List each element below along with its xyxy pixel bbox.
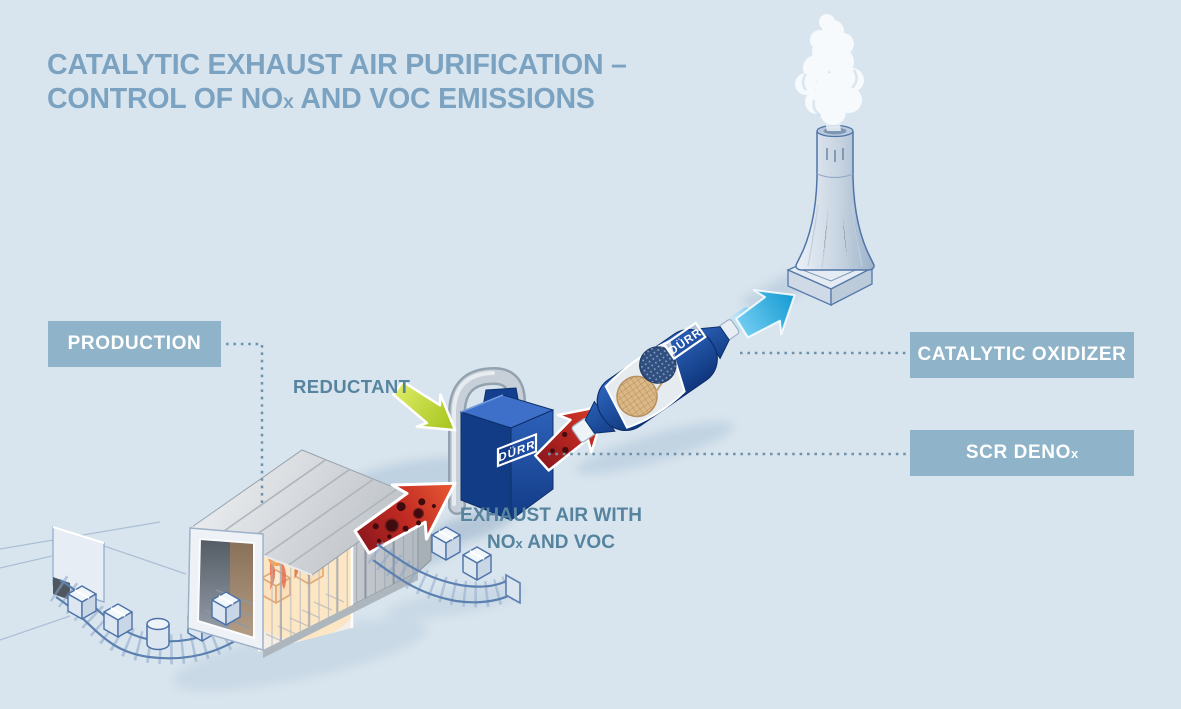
product-box <box>103 603 133 638</box>
catalytic-oxidizer-unit: DÜRR <box>571 307 756 443</box>
production-label: PRODUCTION <box>48 321 221 367</box>
exhaust-air-arrow <box>353 481 457 555</box>
reductant-label: REDUCTANT <box>293 376 411 397</box>
exhaust-stack <box>786 124 875 307</box>
page-title: CATALYTIC EXHAUST AIR PURIFICATION – CON… <box>47 48 627 119</box>
curing-oven <box>187 449 432 658</box>
scr-denox-unit: DÜRR <box>459 387 555 521</box>
product-box <box>67 585 97 620</box>
reductant-arrow <box>392 380 457 432</box>
catalyst-honeycomb-blue <box>639 346 677 384</box>
product-barrel <box>146 617 170 651</box>
outfeed-conveyor <box>367 541 521 608</box>
title-line2: CONTROL OF NOx AND VOC EMISSIONS <box>47 83 595 115</box>
oven-product-box <box>211 591 241 626</box>
clean-air-arrow <box>735 289 796 339</box>
steam-plume <box>795 14 864 131</box>
catalytic-oxidizer-label: CATALYTIC OXIDIZER <box>910 332 1134 378</box>
particle-dots <box>372 498 436 543</box>
title-line1: CATALYTIC EXHAUST AIR PURIFICATION – <box>47 49 627 81</box>
exhaust-air-label: EXHAUST AIR WITH NOx AND VOC <box>460 505 642 553</box>
oven-portal <box>187 527 264 652</box>
